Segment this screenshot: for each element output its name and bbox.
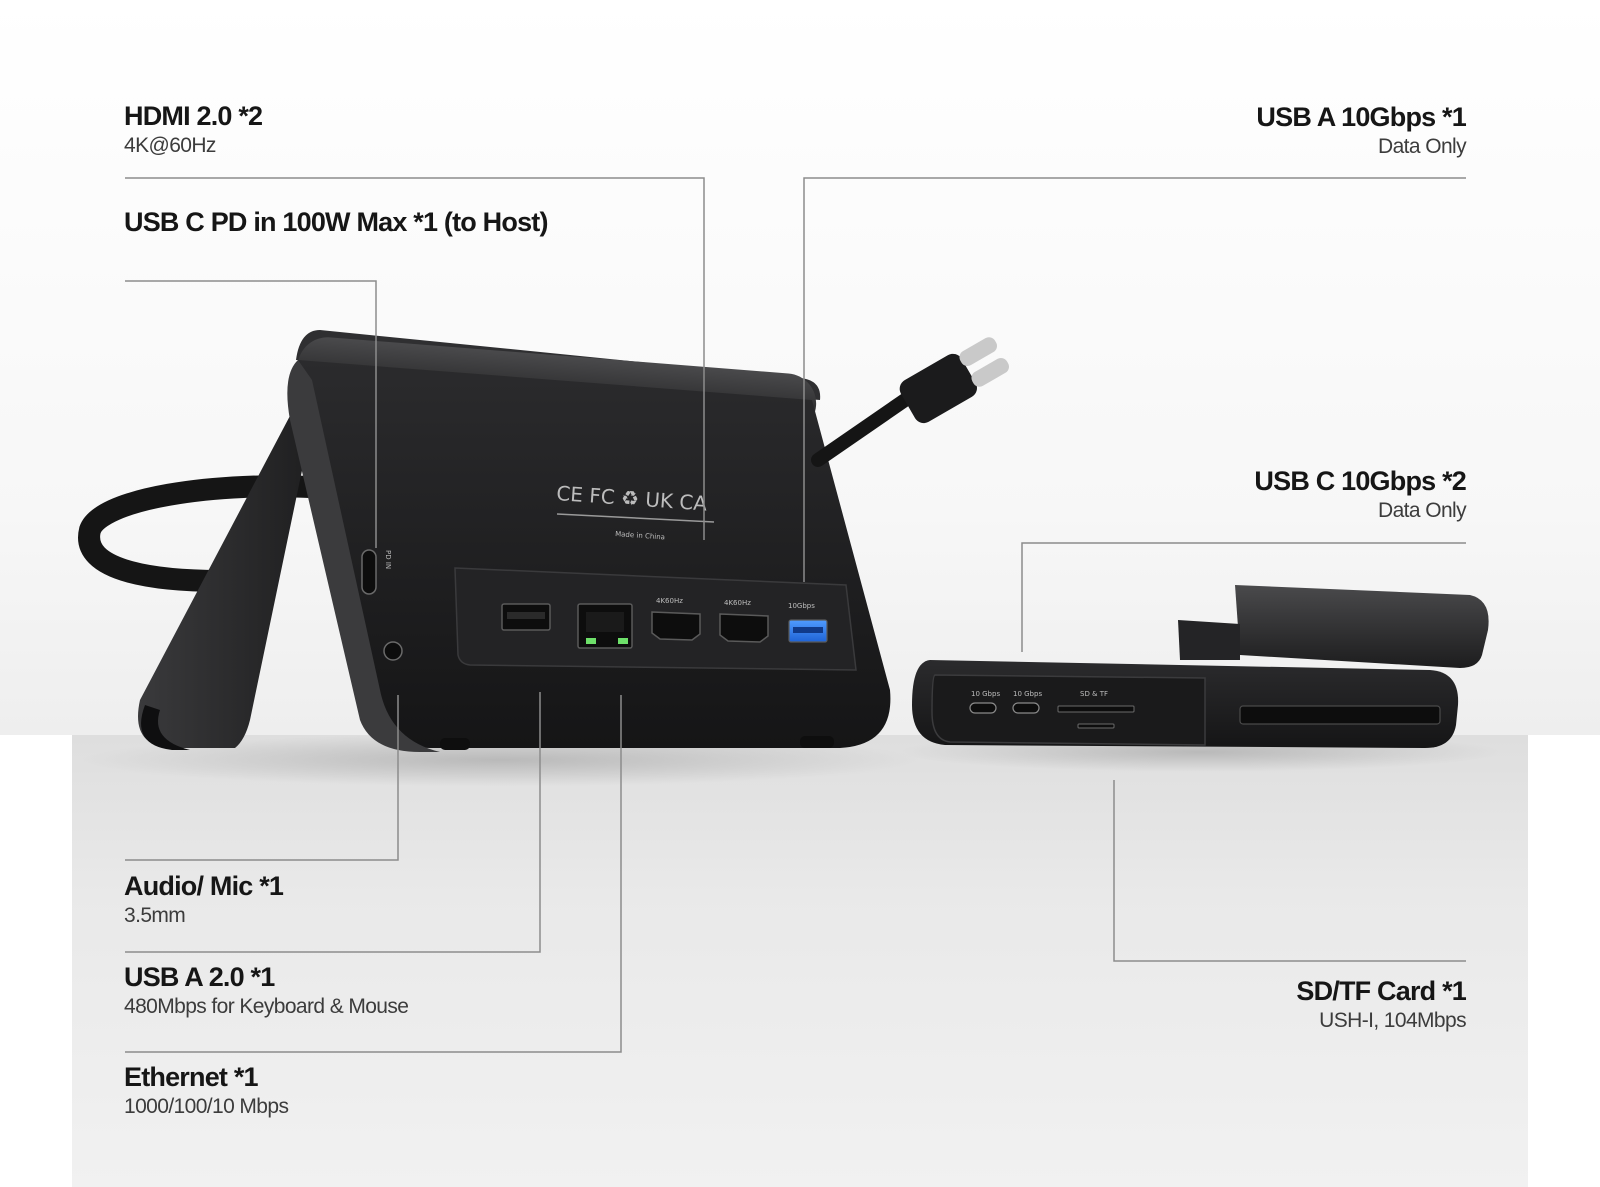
callout-usba-20: USB A 2.0 *1 480Mbps for Keyboard & Mous… xyxy=(124,961,409,1021)
callout-ethernet-title: Ethernet *1 xyxy=(124,1062,259,1092)
callout-usba-10-sub: Data Only xyxy=(1378,135,1467,158)
audio-jack xyxy=(383,641,403,661)
ethernet-led-left xyxy=(586,638,596,644)
callout-hdmi-sub: 4K@60Hz xyxy=(124,134,216,157)
hub-port-label-1: 10 Gbps xyxy=(971,690,1000,698)
port-label-usba-10: 10Gbps xyxy=(788,602,815,610)
pd-in-label: PD IN xyxy=(384,550,392,569)
usb-c-10gbps-port-1 xyxy=(969,702,997,714)
callout-audio: Audio/ Mic *1 3.5mm xyxy=(124,870,284,930)
callout-audio-sub: 3.5mm xyxy=(124,904,186,927)
hub-port-label-2: 10 Gbps xyxy=(1013,690,1042,698)
sd-slot xyxy=(1057,705,1135,713)
callout-usbc-pd-title: USB C PD in 100W Max *1 (to Host) xyxy=(124,207,548,237)
leader-audio xyxy=(125,695,399,861)
hub-port-label-3: SD & TF xyxy=(1080,690,1108,698)
callout-hdmi: HDMI 2.0 *2 4K@60Hz xyxy=(124,100,263,160)
leader-hdmi xyxy=(125,177,705,540)
host-cable xyxy=(811,393,912,467)
leader-usbc-10 xyxy=(1021,542,1466,652)
callout-usba-10: USB A 10Gbps *1 Data Only xyxy=(1256,101,1466,161)
callout-sdtf-sub: USH-I, 104Mbps xyxy=(1319,1009,1466,1032)
port-label-hdmi-1: 4K60Hz xyxy=(656,597,683,605)
callout-ethernet: Ethernet *1 1000/100/10 Mbps xyxy=(124,1061,289,1121)
pd-in-port xyxy=(361,549,377,595)
tf-slot xyxy=(1077,723,1115,729)
hub-side-card-slot xyxy=(1239,705,1441,725)
callout-audio-title: Audio/ Mic *1 xyxy=(124,871,284,901)
callout-sdtf-title: SD/TF Card *1 xyxy=(1296,976,1466,1006)
callout-usbc-pd: USB C PD in 100W Max *1 (to Host) xyxy=(124,206,548,238)
callout-usba-20-title: USB A 2.0 *1 xyxy=(124,962,275,992)
leader-usba-10 xyxy=(803,177,1466,582)
usb-c-10gbps-port-2 xyxy=(1012,702,1040,714)
hdmi-port-2 xyxy=(719,613,769,643)
hub-clip xyxy=(1235,585,1489,668)
leader-usbc-pd xyxy=(125,280,377,548)
leader-usba-20 xyxy=(125,692,541,953)
leader-sdtf xyxy=(1113,780,1466,962)
callout-sdtf: SD/TF Card *1 USH-I, 104Mbps xyxy=(1296,975,1466,1035)
dual-usb-c-connector xyxy=(899,337,1009,424)
callout-usba-20-sub: 480Mbps for Keyboard & Mouse xyxy=(124,995,409,1018)
callout-hdmi-title: HDMI 2.0 *2 xyxy=(124,101,263,131)
callout-ethernet-sub: 1000/100/10 Mbps xyxy=(124,1095,289,1118)
stand-back-leg xyxy=(138,340,330,748)
cable-loop xyxy=(78,475,341,592)
made-in-label: Made in China xyxy=(615,530,665,541)
ethernet-led-right xyxy=(618,638,628,644)
leader-ethernet xyxy=(125,695,622,1053)
callout-usbc-10-sub: Data Only xyxy=(1378,499,1467,522)
callout-usba-10-title: USB A 10Gbps *1 xyxy=(1256,102,1466,132)
callout-usbc-10-title: USB C 10Gbps *2 xyxy=(1254,466,1466,496)
port-label-hdmi-2: 4K60Hz xyxy=(724,599,751,607)
hdmi-port-1 xyxy=(651,611,701,641)
callout-usbc-10: USB C 10Gbps *2 Data Only xyxy=(1254,465,1466,525)
